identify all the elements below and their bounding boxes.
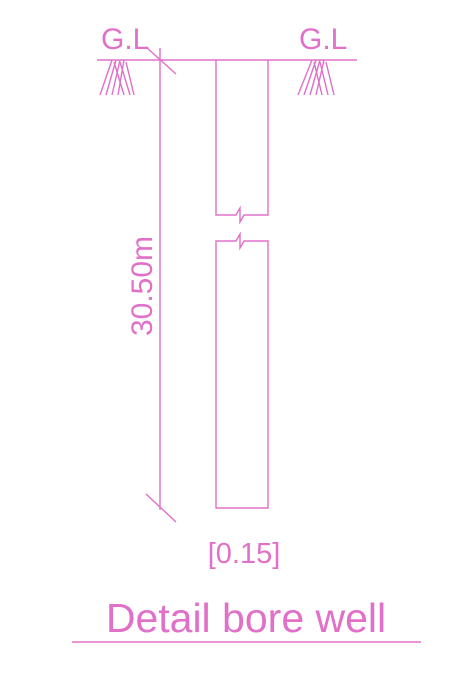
dimension-tick-top [145, 46, 177, 75]
soil-hatch-left [99, 59, 135, 96]
bore-pipe-lower [215, 231, 269, 509]
drawing-title: Detail bore well [106, 595, 386, 641]
ground-level-label-left: G.L [101, 23, 149, 56]
diameter-label: [0.15] [208, 538, 281, 570]
bore-pipe-upper [215, 60, 269, 225]
soil-hatch-right [297, 59, 335, 96]
ground-level-label-right: G.L [299, 23, 347, 56]
depth-label: 30.50m [126, 236, 159, 336]
dimension-tick-bottom [145, 493, 177, 523]
